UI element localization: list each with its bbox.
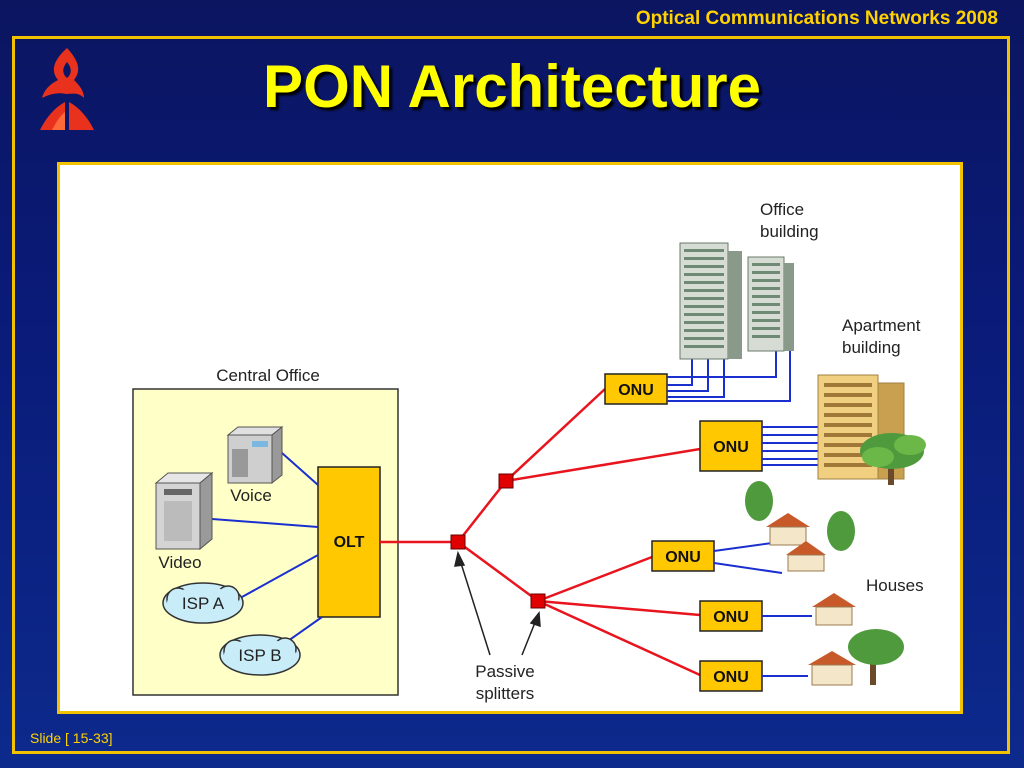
pon-diagram: Central Office OLT Voice Video — [132, 200, 926, 703]
onu-apartment-label: ONU — [713, 439, 749, 456]
olt-box — [317, 466, 381, 618]
house-icon — [812, 593, 856, 626]
onu-house-3: ONU — [699, 660, 763, 692]
onu-house-3-label: ONU — [713, 669, 749, 686]
olt-label: OLT — [334, 534, 365, 551]
splitter-upper — [498, 473, 514, 489]
splitter-main — [450, 534, 466, 550]
isp-a-label: ISP A — [182, 594, 225, 613]
onu-house-2-label: ONU — [713, 609, 749, 626]
slide-title: PON Architecture — [263, 53, 761, 120]
co-links — [211, 452, 323, 642]
isp-a-cloud-icon — [162, 582, 244, 624]
logo-icon — [40, 48, 94, 130]
house-icon — [808, 629, 904, 686]
splitters-label-line1: Passive — [475, 662, 535, 681]
apartment-label-line1: Apartment — [842, 316, 921, 335]
onu-office: ONU — [604, 373, 668, 405]
onu-apartment: ONU — [699, 420, 763, 472]
central-office-label: Central Office — [216, 366, 320, 385]
office-label-line2: building — [760, 222, 819, 241]
onu-house-1-label: ONU — [665, 549, 701, 566]
isp-b-label: ISP B — [238, 646, 281, 665]
office-building-icon — [679, 242, 794, 360]
office-label-line1: Office — [760, 200, 804, 219]
video-label: Video — [158, 553, 201, 572]
splitters-label-line2: splitters — [476, 684, 535, 703]
apartment-label-line2: building — [842, 338, 901, 357]
splitter-lower — [530, 593, 546, 609]
slide-frame — [12, 36, 1010, 754]
onu-office-label: ONU — [618, 382, 654, 399]
isp-b-cloud-icon — [219, 634, 301, 676]
tree-icon — [860, 433, 926, 485]
houses-label: Houses — [866, 576, 924, 595]
copper-lines — [667, 351, 818, 677]
voice-server-icon — [226, 425, 284, 485]
voice-label: Voice — [230, 486, 272, 505]
video-server-icon — [154, 471, 214, 551]
diagram-panel: Central Office OLT Voice Video — [57, 162, 963, 714]
slide-number: Slide [ 15-33] — [30, 730, 113, 746]
fiber-lines — [380, 388, 701, 677]
onu-house-1: ONU — [651, 540, 715, 572]
splitter-arrows — [454, 550, 541, 656]
slide-header: Optical Communications Networks 2008 — [635, 8, 998, 29]
onu-house-2: ONU — [699, 600, 763, 632]
house-icon — [745, 481, 855, 572]
